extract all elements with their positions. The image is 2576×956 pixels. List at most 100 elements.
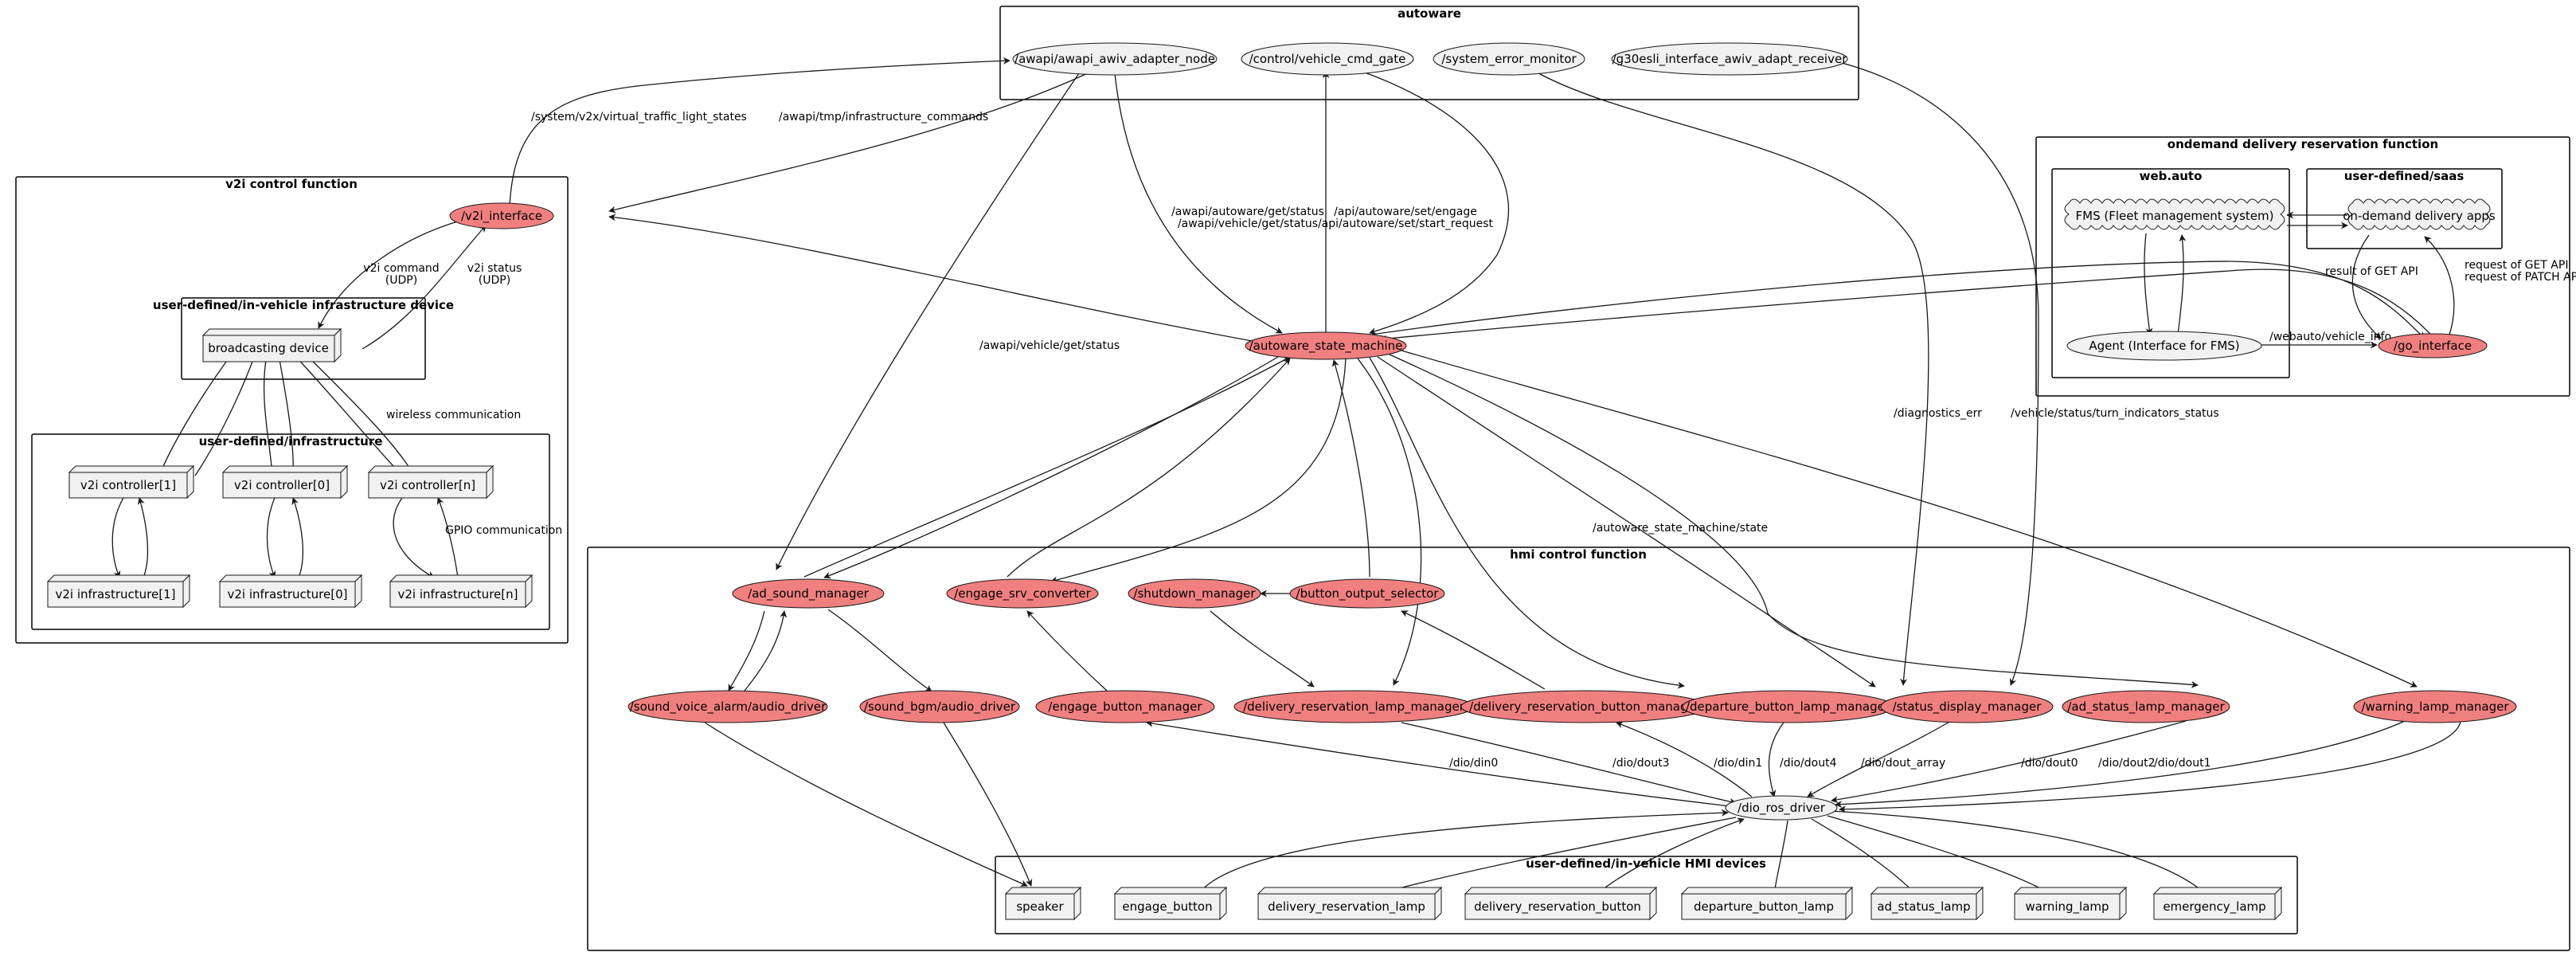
node-label-awiv-adapter: /awapi/awapi_awiv_adapter_node	[1014, 52, 1215, 67]
node-ad-sound-manager[interactable]: /ad_sound_manager	[732, 578, 885, 609]
frame-webauto: web.auto	[2051, 168, 2290, 378]
edge-dio-to-drlamp	[1377, 817, 1737, 896]
node-system-error-monitor[interactable]: /system_error_monitor	[1433, 42, 1585, 76]
edge-g30esli-to-statusdisplay	[1807, 55, 2039, 686]
node-label-warning-lamp-manager: /warning_lamp_manager	[2361, 699, 2509, 715]
node-v2i-interface[interactable]: /v2i_interface	[449, 202, 554, 229]
label-dout0: /dio/dout0	[2021, 757, 2078, 770]
edge-dio-to-warninglamp	[1827, 815, 2051, 895]
node-emergency-lamp[interactable]: emergency_lamp	[2152, 886, 2283, 921]
node-label-agent: Agent (Interface for FMS)	[2089, 339, 2239, 353]
label-request-get-api-2: request of PATCH API	[2465, 271, 2576, 284]
node-warning-lamp-manager[interactable]: /warning_lamp_manager	[2353, 690, 2517, 723]
node-label-broadcasting-device: broadcasting device	[208, 341, 329, 355]
node-speaker[interactable]: speaker	[1004, 886, 1082, 921]
edge-awiv-to-v2i	[608, 71, 1092, 214]
node-shutdown-manager[interactable]: /shutdown_manager	[1128, 578, 1261, 609]
label-state-machine-state: /autoware_state_machine/state	[1593, 522, 1768, 535]
node-delivery-reservation-lamp[interactable]: delivery_reservation_lamp	[1257, 886, 1443, 921]
node-engage-button-manager[interactable]: /engage_button_manager	[1035, 690, 1215, 723]
node-sound-bgm[interactable]: /sound_bgm/audio_driver	[859, 690, 1020, 723]
node-label-speaker: speaker	[1016, 899, 1064, 914]
node-label-dio-ros-driver: /dio_ros_driver	[1738, 801, 1826, 816]
node-sound-voice-alarm[interactable]: /sound_voice_alarm/audio_driver	[627, 690, 828, 723]
edge-statemachine-to-go	[1365, 261, 2426, 339]
edge-infra0-to-ctrl0	[291, 497, 303, 578]
node-label-system-error-monitor: /system_error_monitor	[1441, 52, 1577, 67]
frame-title-infrastructure: user-defined/infrastructure	[199, 434, 383, 449]
edge-sound-to-statemachine	[803, 356, 1291, 578]
label-v2i-command-2: (UDP)	[385, 274, 417, 287]
node-label-warning-lamp: warning_lamp	[2025, 899, 2109, 915]
node-g30esli[interactable]: /g30esli_interface_awiv_adapt_receiver	[1611, 42, 1848, 76]
label-turn-indicators: /vehicle/status/turn_indicators_status	[2011, 407, 2219, 420]
frame-title-v2i-control: v2i control function	[225, 177, 358, 191]
node-v2i-controller-n[interactable]: v2i controller[n]	[367, 464, 494, 500]
frame-in-vehicle-infra: user-defined/in-vehicle infrastructure d…	[153, 297, 454, 380]
node-warning-lamp[interactable]: warning_lamp	[2013, 886, 2128, 921]
label-din1: /dio/din1	[1714, 757, 1762, 770]
frame-title-ondemand: ondemand delivery reservation function	[2168, 137, 2438, 151]
node-button-output-selector[interactable]: /button_output_selector	[1289, 578, 1445, 609]
node-v2i-infra-n[interactable]: v2i infrastructure[n]	[389, 574, 534, 609]
node-label-v2i-controller-1: v2i controller[1]	[80, 478, 176, 492]
node-dio-ros-driver[interactable]: /dio_ros_driver	[1725, 795, 1838, 821]
node-vehicle-cmd-gate[interactable]: /control/vehicle_cmd_gate	[1241, 42, 1414, 76]
edge-statemachine-to-sound	[823, 354, 1283, 579]
node-awiv-adapter[interactable]: /awapi/awapi_awiv_adapter_node	[1012, 42, 1218, 76]
node-v2i-controller-1[interactable]: v2i controller[1]	[68, 464, 195, 500]
edge-statemachine-to-departure	[1369, 357, 1685, 689]
edge-statusdisplay-to-dio	[1807, 720, 1952, 797]
node-go-interface[interactable]: /go_interface	[2378, 333, 2488, 358]
node-delivery-reservation-button[interactable]: delivery_reservation_button	[1464, 886, 1658, 921]
edge-statemachine-to-adstatus	[1389, 354, 2199, 688]
node-delivery-reservation-button-manager[interactable]: /delivery_reservation_button_manager	[1460, 690, 1709, 723]
edge-v2i-to-broadcast	[318, 220, 461, 329]
node-ad-status-lamp-manager[interactable]: /ad_status_lamp_manager	[2062, 690, 2230, 723]
node-v2i-infra-0[interactable]: v2i infrastructure[0]	[218, 574, 363, 609]
node-broadcasting-device[interactable]: broadcasting device	[201, 327, 342, 363]
edge-drbuttonmgr-to-selector	[1401, 610, 1546, 690]
label-engage-2: /api/autoware/set/start_request	[1318, 217, 1494, 230]
edge-ctrln-to-broadcast	[306, 355, 415, 476]
node-v2i-controller-0[interactable]: v2i controller[0]	[221, 464, 349, 500]
label-dout-array: /dio/dout_array	[1861, 757, 1945, 770]
node-label-delivery-reservation-lamp-manager: /delivery_reservation_lamp_manager	[1243, 699, 1465, 715]
edge-lampmgr-to-dio	[1401, 722, 1737, 805]
label-gpio-communication: GPIO communication	[445, 524, 562, 537]
label-wireless-communication: wireless communication	[386, 409, 521, 421]
node-autoware-state-machine[interactable]: /autoware_state_machine	[1245, 331, 1407, 360]
frame-title-in-vehicle-infra: user-defined/in-vehicle infrastructure d…	[153, 298, 454, 312]
node-v2i-infra-1[interactable]: v2i infrastructure[1]	[46, 574, 191, 609]
node-fms[interactable]: FMS (Fleet management system)	[2064, 198, 2285, 230]
frame-title-saas: user-defined/saas	[2344, 169, 2465, 183]
label-vehicle-info: /webauto/vehicle_info	[2269, 331, 2391, 343]
node-label-v2i-infra-1: v2i infrastructure[1]	[56, 587, 176, 601]
node-ondemand-apps[interactable]: on-demand delivery apps	[2343, 198, 2496, 230]
edge-statemachine-to-warning	[1401, 350, 2418, 688]
node-delivery-reservation-lamp-manager[interactable]: /delivery_reservation_lamp_manager	[1233, 690, 1474, 723]
node-label-sound-voice-alarm: /sound_voice_alarm/audio_driver	[630, 699, 827, 715]
edge-drbutton-to-dio	[1596, 817, 1745, 895]
edge-dio-to-engagebtn	[1146, 719, 1731, 807]
node-label-delivery-reservation-lamp: delivery_reservation_lamp	[1268, 899, 1425, 915]
edge-warning-to-dio-1	[1839, 720, 2461, 813]
node-departure-button-lamp-manager[interactable]: /departure_button_lamp_manager	[1682, 690, 1894, 723]
node-engage-button[interactable]: engage_button	[1113, 886, 1228, 921]
node-engage-srv-converter[interactable]: /engage_srv_converter	[946, 578, 1099, 609]
edges	[111, 55, 2461, 896]
label-dout1: /dio/dout1	[2154, 757, 2211, 770]
node-agent[interactable]: Agent (Interface for FMS)	[2066, 331, 2262, 361]
label-result-get-api: result of GET API	[2325, 265, 2418, 278]
node-label-delivery-reservation-button: delivery_reservation_button	[1474, 899, 1641, 915]
label-v2i-command-1: v2i command	[363, 262, 439, 275]
frame-v2i-control: v2i control function	[15, 176, 569, 644]
label-v2i-status-2: (UDP)	[479, 274, 510, 287]
node-ad-status-lamp[interactable]: ad_status_lamp	[1870, 886, 1984, 921]
edge-sound-to-bgm	[827, 609, 932, 692]
node-departure-button-lamp[interactable]: departure_button_lamp	[1680, 886, 1854, 921]
node-status-display-manager[interactable]: /status_display_manager	[1880, 690, 2054, 723]
edge-dio-to-drbuttonmgr	[1616, 721, 1753, 797]
label-aw-get-status-1: /awapi/autoware/get/status	[1171, 206, 1324, 218]
edge-v2i-to-awiv	[509, 57, 1010, 208]
